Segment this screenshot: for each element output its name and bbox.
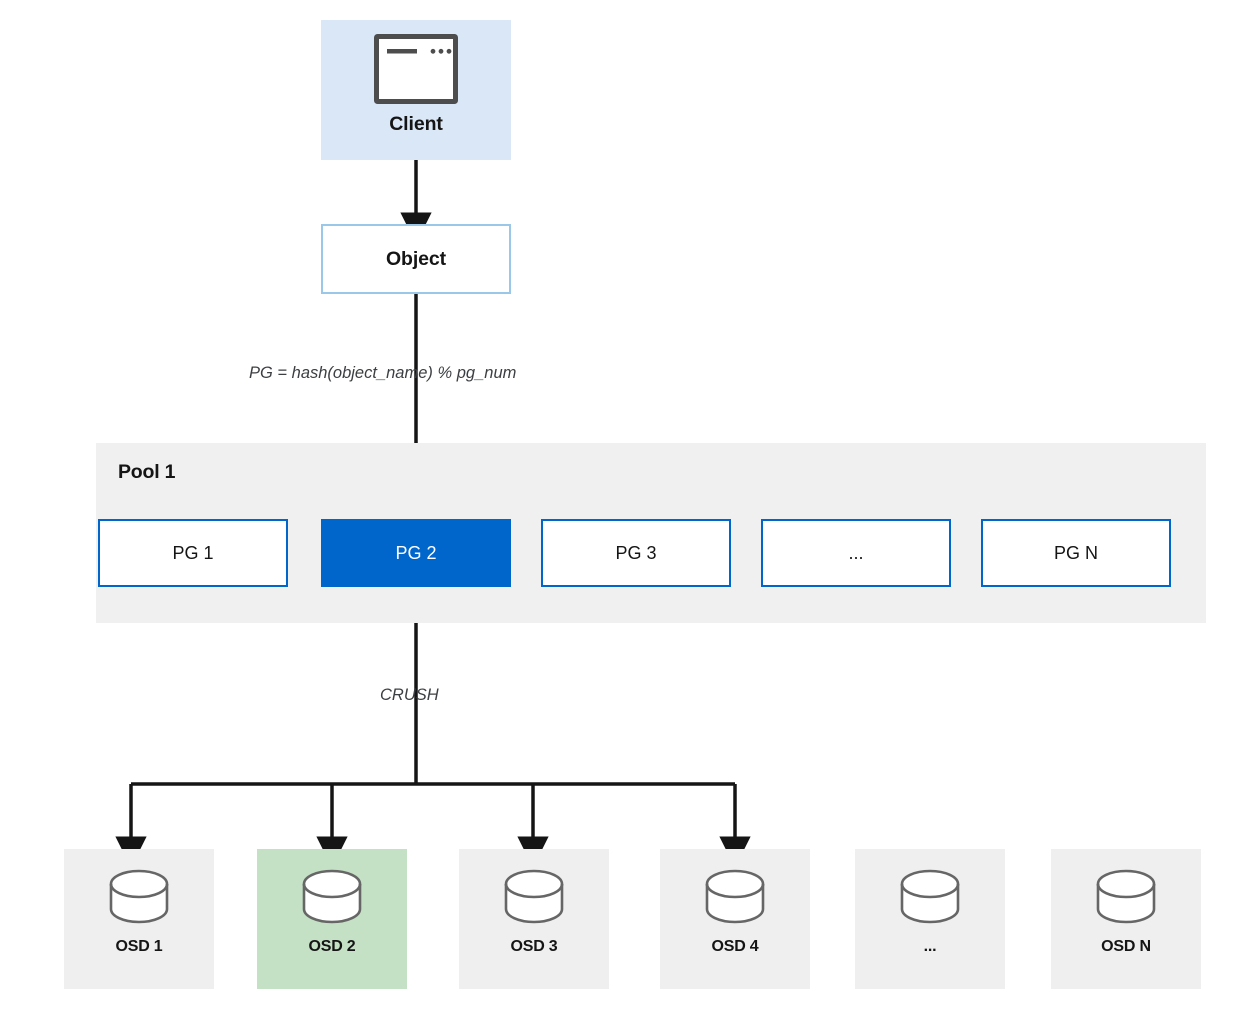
osd-node-1[interactable]: OSD 1 xyxy=(64,849,214,989)
pg-box-ellipsis[interactable]: ... xyxy=(761,519,951,587)
osd-node-4[interactable]: OSD 4 xyxy=(660,849,810,989)
disk-icon xyxy=(1096,869,1156,924)
pg-box-1[interactable]: PG 1 xyxy=(98,519,288,587)
osd-node-n[interactable]: OSD N xyxy=(1051,849,1201,989)
pg-box-n[interactable]: PG N xyxy=(981,519,1171,587)
window-icon xyxy=(374,34,458,104)
osd-label-ellipsis: ... xyxy=(923,938,937,955)
disk-icon xyxy=(302,869,362,924)
osd-label-n: OSD N xyxy=(1101,938,1151,955)
hash-formula-label: PG = hash(object_name) % pg_num xyxy=(249,364,517,382)
osd-node-ellipsis[interactable]: ... xyxy=(855,849,1005,989)
osd-label-2: OSD 2 xyxy=(308,938,356,955)
pool-title: Pool 1 xyxy=(118,461,176,483)
disk-icon xyxy=(109,869,169,924)
osd-node-2[interactable]: OSD 2 xyxy=(257,849,407,989)
osd-node-3[interactable]: OSD 3 xyxy=(459,849,609,989)
osd-label-4: OSD 4 xyxy=(711,938,759,955)
osd-label-1: OSD 1 xyxy=(115,938,163,955)
crush-label: CRUSH xyxy=(380,686,439,704)
object-node[interactable]: Object xyxy=(321,224,511,294)
osd-label-3: OSD 3 xyxy=(510,938,558,955)
object-label: Object xyxy=(385,247,447,270)
pg-box-3[interactable]: PG 3 xyxy=(541,519,731,587)
disk-icon xyxy=(705,869,765,924)
pg-box-2[interactable]: PG 2 xyxy=(321,519,511,587)
client-label: Client xyxy=(389,113,443,135)
disk-icon xyxy=(900,869,960,924)
disk-icon xyxy=(504,869,564,924)
client-node[interactable]: Client xyxy=(321,20,511,160)
